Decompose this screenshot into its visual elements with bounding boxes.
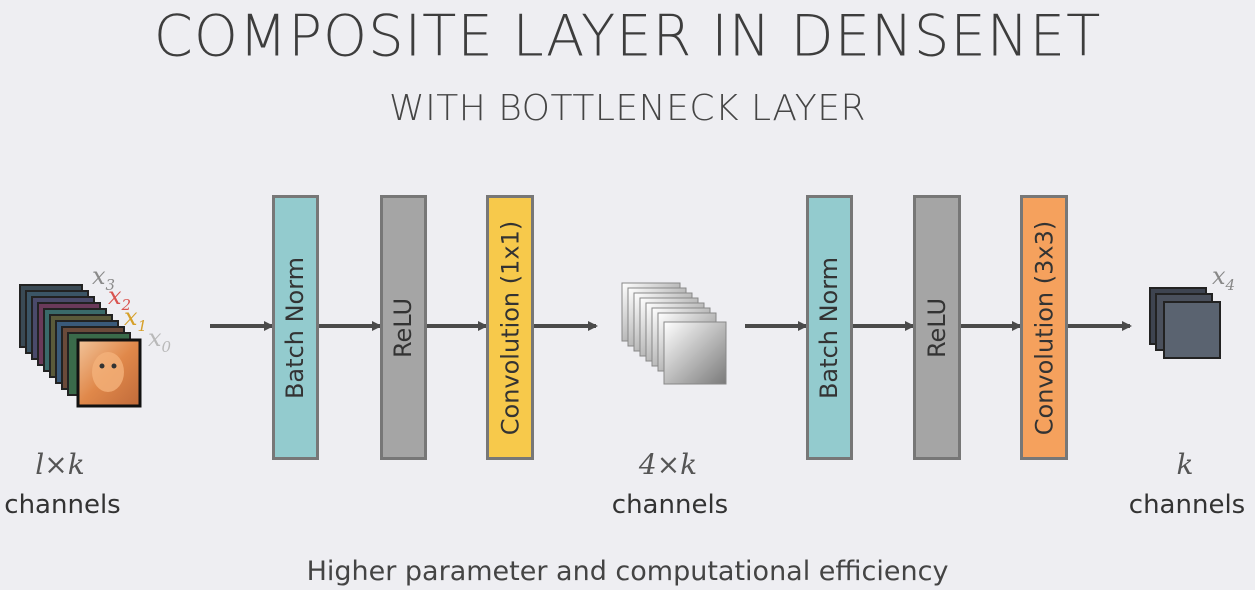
input-label-x0: x0 — [148, 324, 172, 356]
input-feature-stack — [19, 284, 142, 408]
slide-subtitle: WITH BOTTLENECK LAYER — [389, 88, 866, 129]
middle-channels-word: channels — [611, 490, 729, 520]
input-channels-word: channels — [4, 490, 121, 520]
output-label-x4: x4 — [1212, 262, 1236, 294]
input-label-x2: x2 — [108, 282, 132, 314]
block-relu-1: ReLU — [380, 195, 427, 460]
block-relu-2: ReLU — [913, 195, 961, 460]
middle-feature-stack — [621, 282, 727, 385]
block-batch-norm-1: Batch Norm — [272, 195, 319, 460]
middle-channels-math: 4×k — [638, 448, 698, 481]
input-label-x1: x1 — [124, 303, 148, 335]
block-conv-3x3: Convolution (3x3) — [1020, 195, 1068, 460]
output-channels-word: channels — [1128, 490, 1246, 520]
output-channels-math: k — [1176, 448, 1194, 481]
input-channels-math: l×k — [35, 448, 85, 481]
slide-title: COMPOSITE LAYER IN DENSENET — [153, 3, 1102, 70]
output-feature-stack — [1149, 287, 1221, 359]
input-label-x3: x3 — [92, 262, 116, 294]
block-conv-1x1: Convolution (1x1) — [486, 195, 534, 460]
footer-note: Higher parameter and computational effic… — [306, 556, 949, 587]
block-batch-norm-2: Batch Norm — [806, 195, 853, 460]
